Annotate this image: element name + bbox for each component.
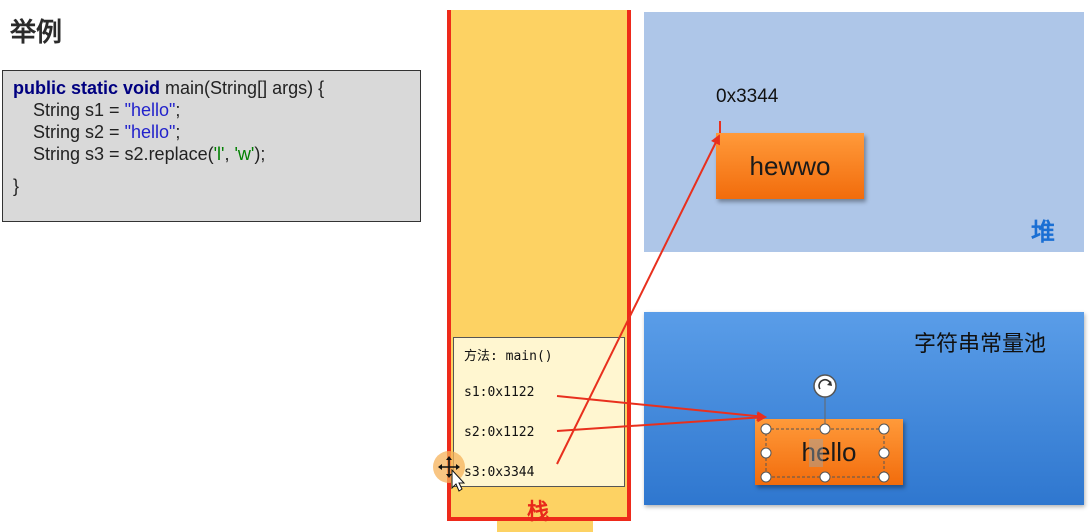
text-cursor-highlight [809, 439, 823, 467]
frame-title: 方法: main() [464, 349, 553, 364]
code-s2-decl: String s2 = [13, 122, 125, 142]
heap-address: 0x3344 [716, 86, 779, 107]
slide-title: 举例 [10, 18, 63, 48]
resize-handle-w[interactable] [760, 447, 772, 459]
move-cursor-icon [433, 451, 466, 492]
resize-handle-n[interactable] [819, 423, 831, 435]
code-char-l: 'l' [213, 144, 225, 164]
stack-var-s1: s1:0x1122 [464, 385, 535, 400]
code-comma: , [224, 144, 235, 164]
selection-frame [765, 428, 885, 478]
code-line-2: String s1 = "hello"; [13, 99, 410, 121]
rotate-icon[interactable] [813, 374, 837, 398]
code-signature: main(String[] args) { [160, 78, 325, 98]
arrow-s1-to-pool [556, 395, 767, 422]
resize-handle-ne[interactable] [878, 423, 890, 435]
code-line-3: String s2 = "hello"; [13, 121, 410, 143]
code-s1-decl: String s1 = [13, 100, 125, 120]
stack-var-s2: s2:0x1122 [464, 425, 535, 440]
code-s3-decl: String s3 = s2.replace( [13, 144, 214, 164]
arrow-s3-to-heap [556, 134, 720, 465]
heap-label: 堆 [1031, 218, 1055, 246]
code-close-paren: ); [254, 144, 266, 164]
code-line-1: public static void main(String[] args) { [13, 77, 410, 99]
resize-handle-e[interactable] [878, 447, 890, 459]
code-block: public static void main(String[] args) {… [2, 70, 421, 222]
resize-handle-nw[interactable] [760, 423, 772, 435]
arrow-s2-to-pool [556, 412, 767, 432]
heap-region [644, 12, 1084, 252]
stack-bottom-strip [497, 521, 593, 532]
code-s1-literal: "hello" [124, 100, 176, 120]
resize-handle-s[interactable] [819, 471, 831, 483]
selection-handles[interactable] [760, 397, 890, 483]
code-keywords: public static void [13, 78, 161, 98]
stack-frame-main: 方法: main() s1:0x1122 s2:0x1122 s3:0x3344 [453, 337, 625, 487]
code-s2-literal: "hello" [124, 122, 176, 142]
code-line-4: String s3 = s2.replace('l', 'w'); [13, 143, 410, 165]
pool-object-text[interactable]: hello [801, 436, 857, 467]
code-char-w: 'w' [234, 144, 255, 164]
stack-var-s3: s3:0x3344 [464, 465, 535, 480]
resize-handle-se[interactable] [878, 471, 890, 483]
code-semicolon: ; [175, 100, 181, 120]
code-semicolon: ; [175, 122, 181, 142]
code-line-close: } [13, 176, 20, 196]
stack-label: 栈 [527, 500, 550, 525]
heap-string-object: hewwo [716, 133, 864, 199]
resize-handle-sw[interactable] [760, 471, 772, 483]
string-pool-label: 字符串常量池 [914, 332, 1047, 357]
